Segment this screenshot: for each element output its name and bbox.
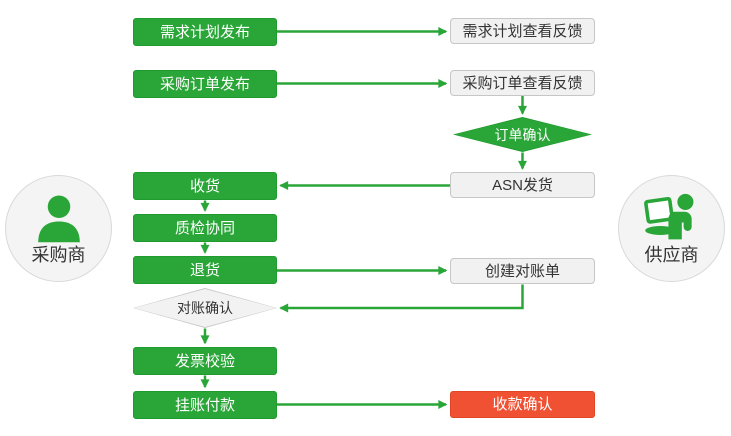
- node-create-statement: 创建对账单: [450, 258, 595, 284]
- flow-statement-to-reconcile-arrow: [279, 284, 524, 313]
- supplier-label: 供应商: [644, 245, 699, 265]
- supplier-actor: 供应商: [618, 175, 725, 282]
- node-purchase-order-publish: 采购订单发布: [133, 70, 277, 98]
- buyer-label: 采购商: [31, 245, 86, 265]
- node-quality-inspection: 质检协同: [133, 214, 277, 242]
- node-receive-goods: 收货: [133, 172, 277, 200]
- node-demand-plan-publish: 需求计划发布: [133, 18, 277, 46]
- node-reconcile-confirm-decision: 对账确认: [133, 288, 277, 328]
- diamond-label: 订单确认: [454, 118, 591, 151]
- node-return-goods: 退货: [133, 256, 277, 284]
- node-asn-shipment: ASN发货: [450, 172, 595, 198]
- diamond-label: 对账确认: [134, 289, 276, 327]
- person-laptop-icon: [643, 193, 693, 240]
- node-invoice-verify: 发票校验: [133, 347, 277, 375]
- person-icon: [37, 195, 80, 243]
- node-order-confirm-decision: 订单确认: [453, 117, 592, 152]
- node-collection-confirm: 收款确认: [450, 391, 595, 418]
- node-demand-plan-feedback: 需求计划查看反馈: [450, 18, 595, 44]
- node-accrual-payment: 挂账付款: [133, 391, 277, 419]
- buyer-actor: 采购商: [5, 175, 112, 282]
- node-purchase-order-feedback: 采购订单查看反馈: [450, 70, 595, 96]
